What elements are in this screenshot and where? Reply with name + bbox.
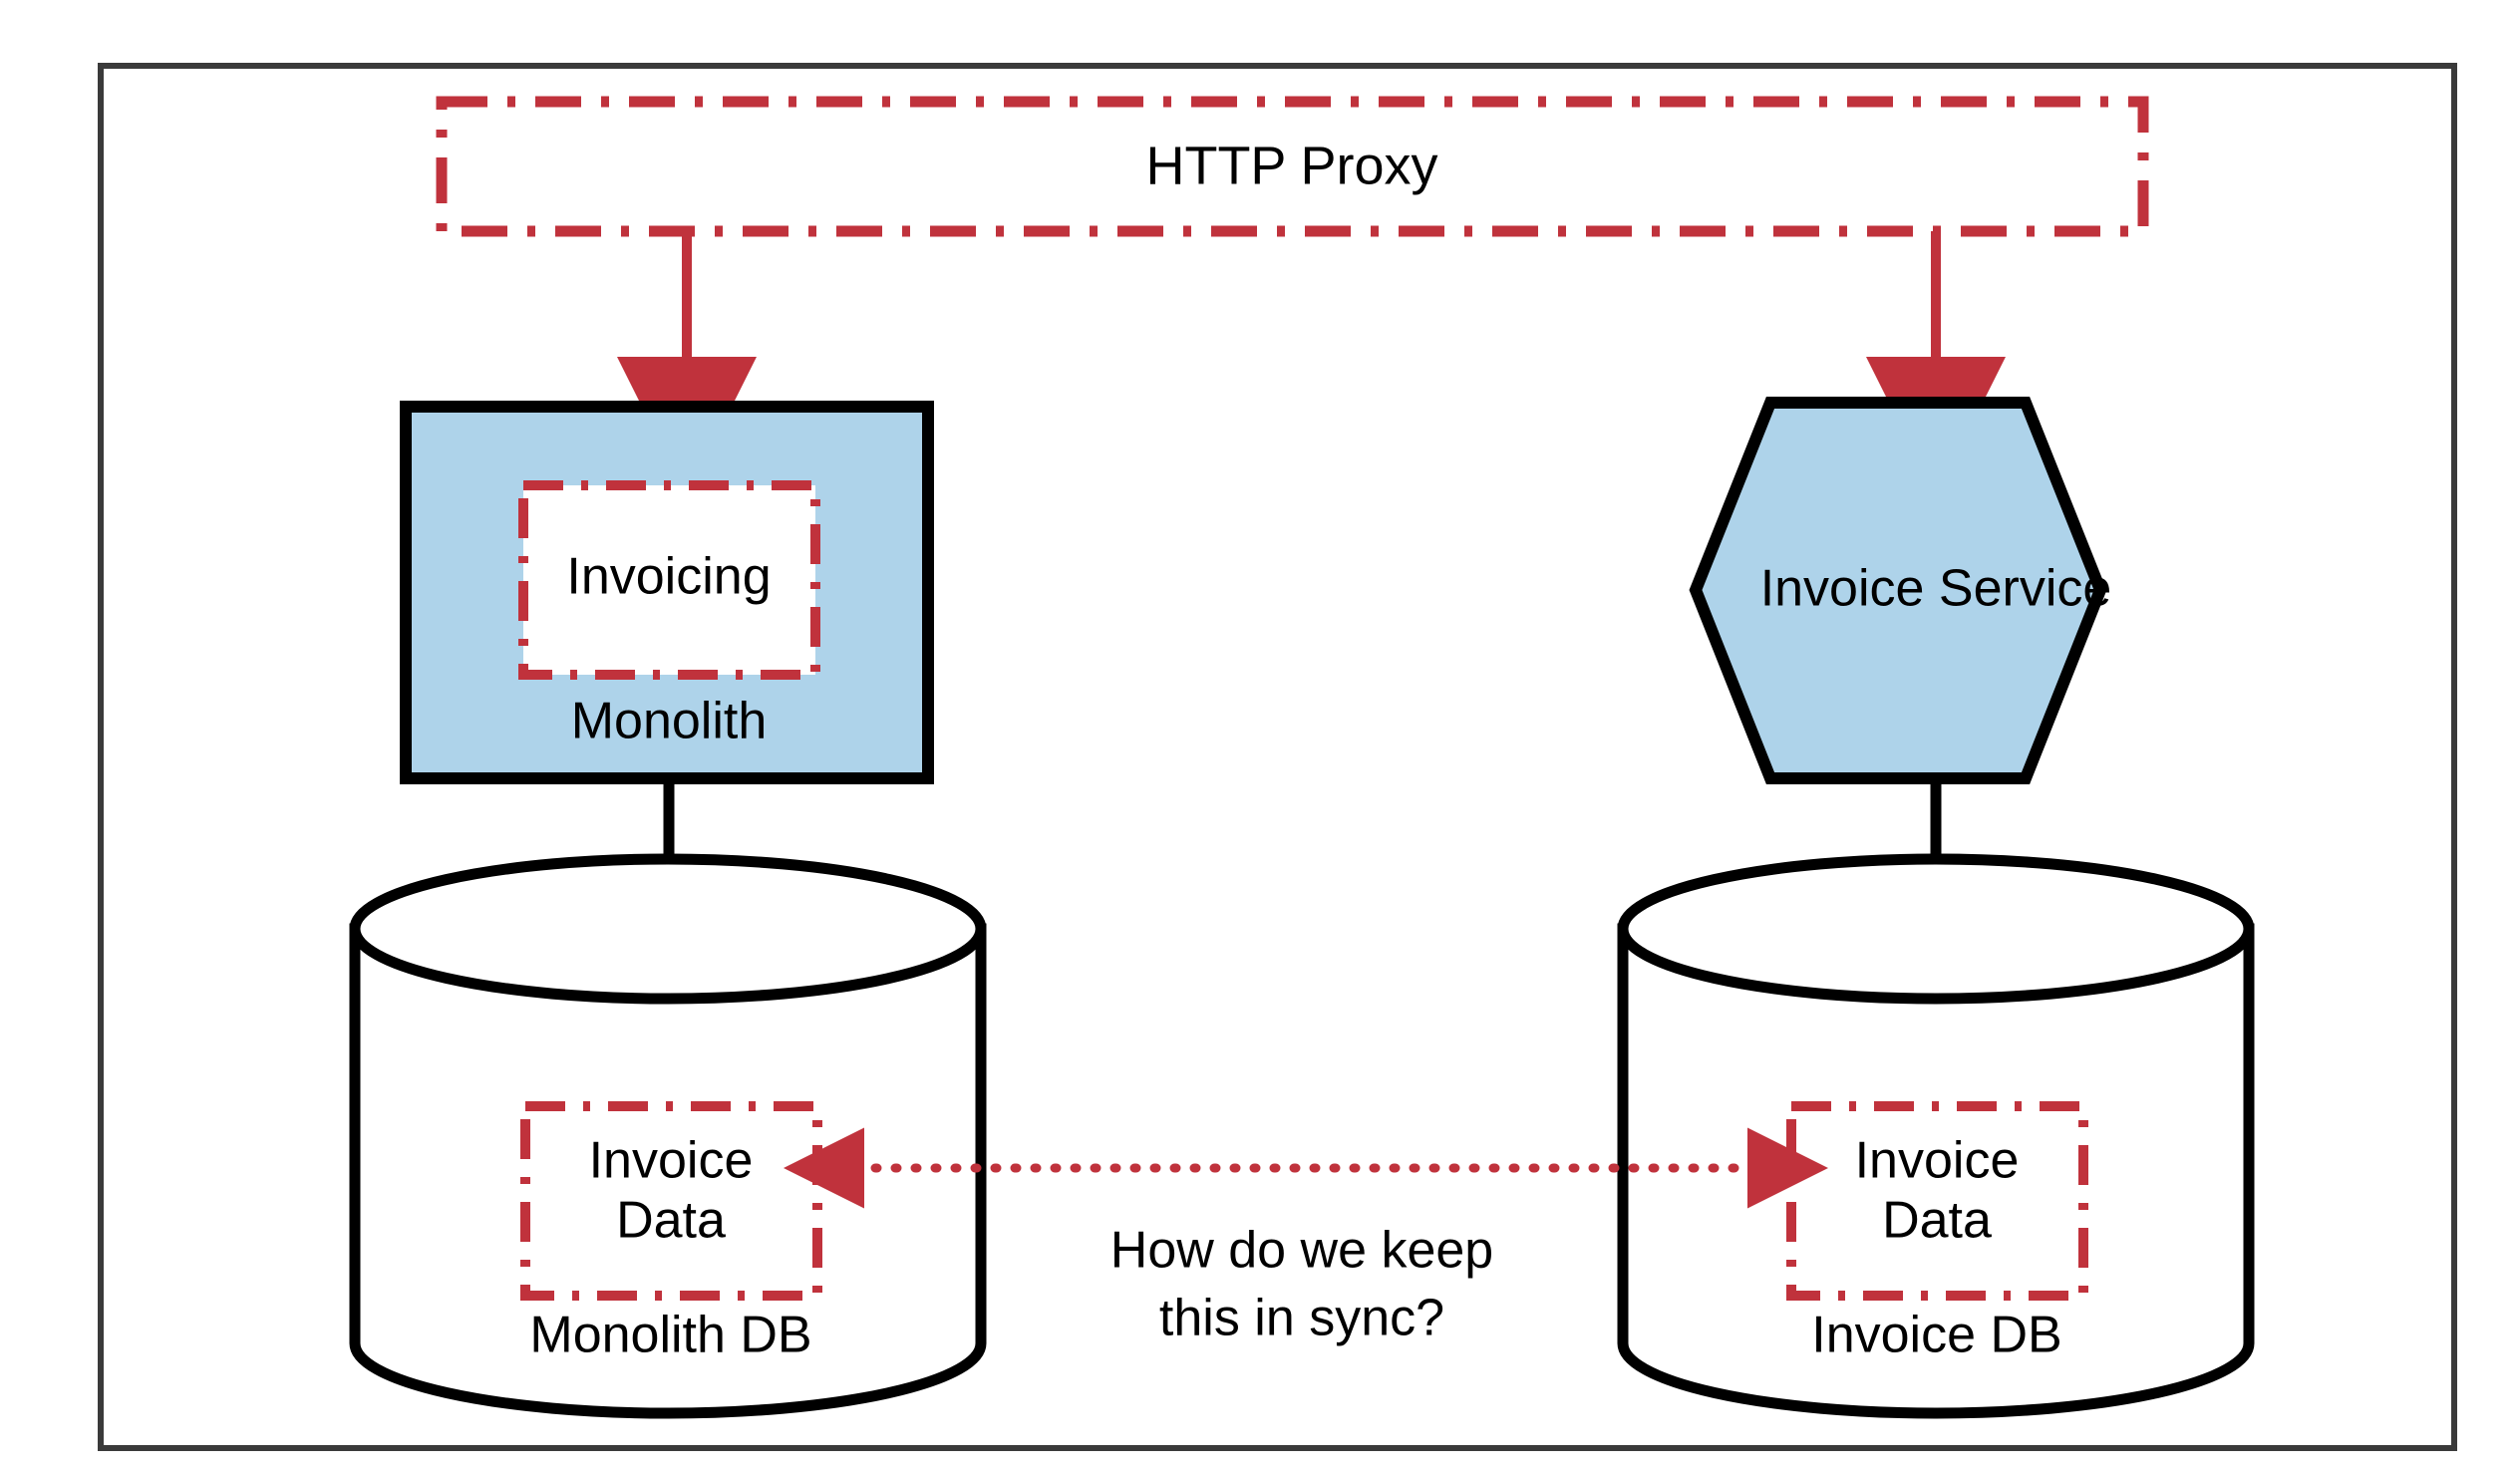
monolith-label: Monolith	[571, 693, 768, 750]
invoicing-module-box	[518, 480, 820, 680]
invoice-db-cylinder	[1617, 853, 2255, 1419]
invoice-service-label: Invoice Service	[1760, 560, 2112, 618]
http-proxy-label: HTTP Proxy	[1145, 136, 1437, 195]
sync-question-label-line2: this in sync?	[1159, 1290, 1444, 1347]
invoice-db-invoice-data-label-line2: Data	[1882, 1192, 1992, 1250]
monolith-db-label: Monolith DB	[529, 1307, 811, 1364]
invoice-db-label: Invoice DB	[1811, 1307, 2061, 1364]
monolith-db-invoice-data-label-line1: Invoice	[589, 1132, 754, 1190]
monolith-db-invoice-data-label-line2: Data	[616, 1192, 726, 1250]
monolith-db-cylinder	[349, 853, 987, 1419]
sync-question-label-line1: How do we keep	[1110, 1222, 1493, 1280]
invoice-db-invoice-data-box	[1786, 1101, 2088, 1301]
http-proxy-box	[436, 96, 2149, 237]
monolith-db-invoice-data-box	[520, 1101, 822, 1301]
invoice-service-hexagon	[1689, 397, 2107, 784]
invoice-db-invoice-data-label-line1: Invoice	[1855, 1132, 2020, 1190]
invoicing-module-label: Invoicing	[566, 548, 771, 606]
